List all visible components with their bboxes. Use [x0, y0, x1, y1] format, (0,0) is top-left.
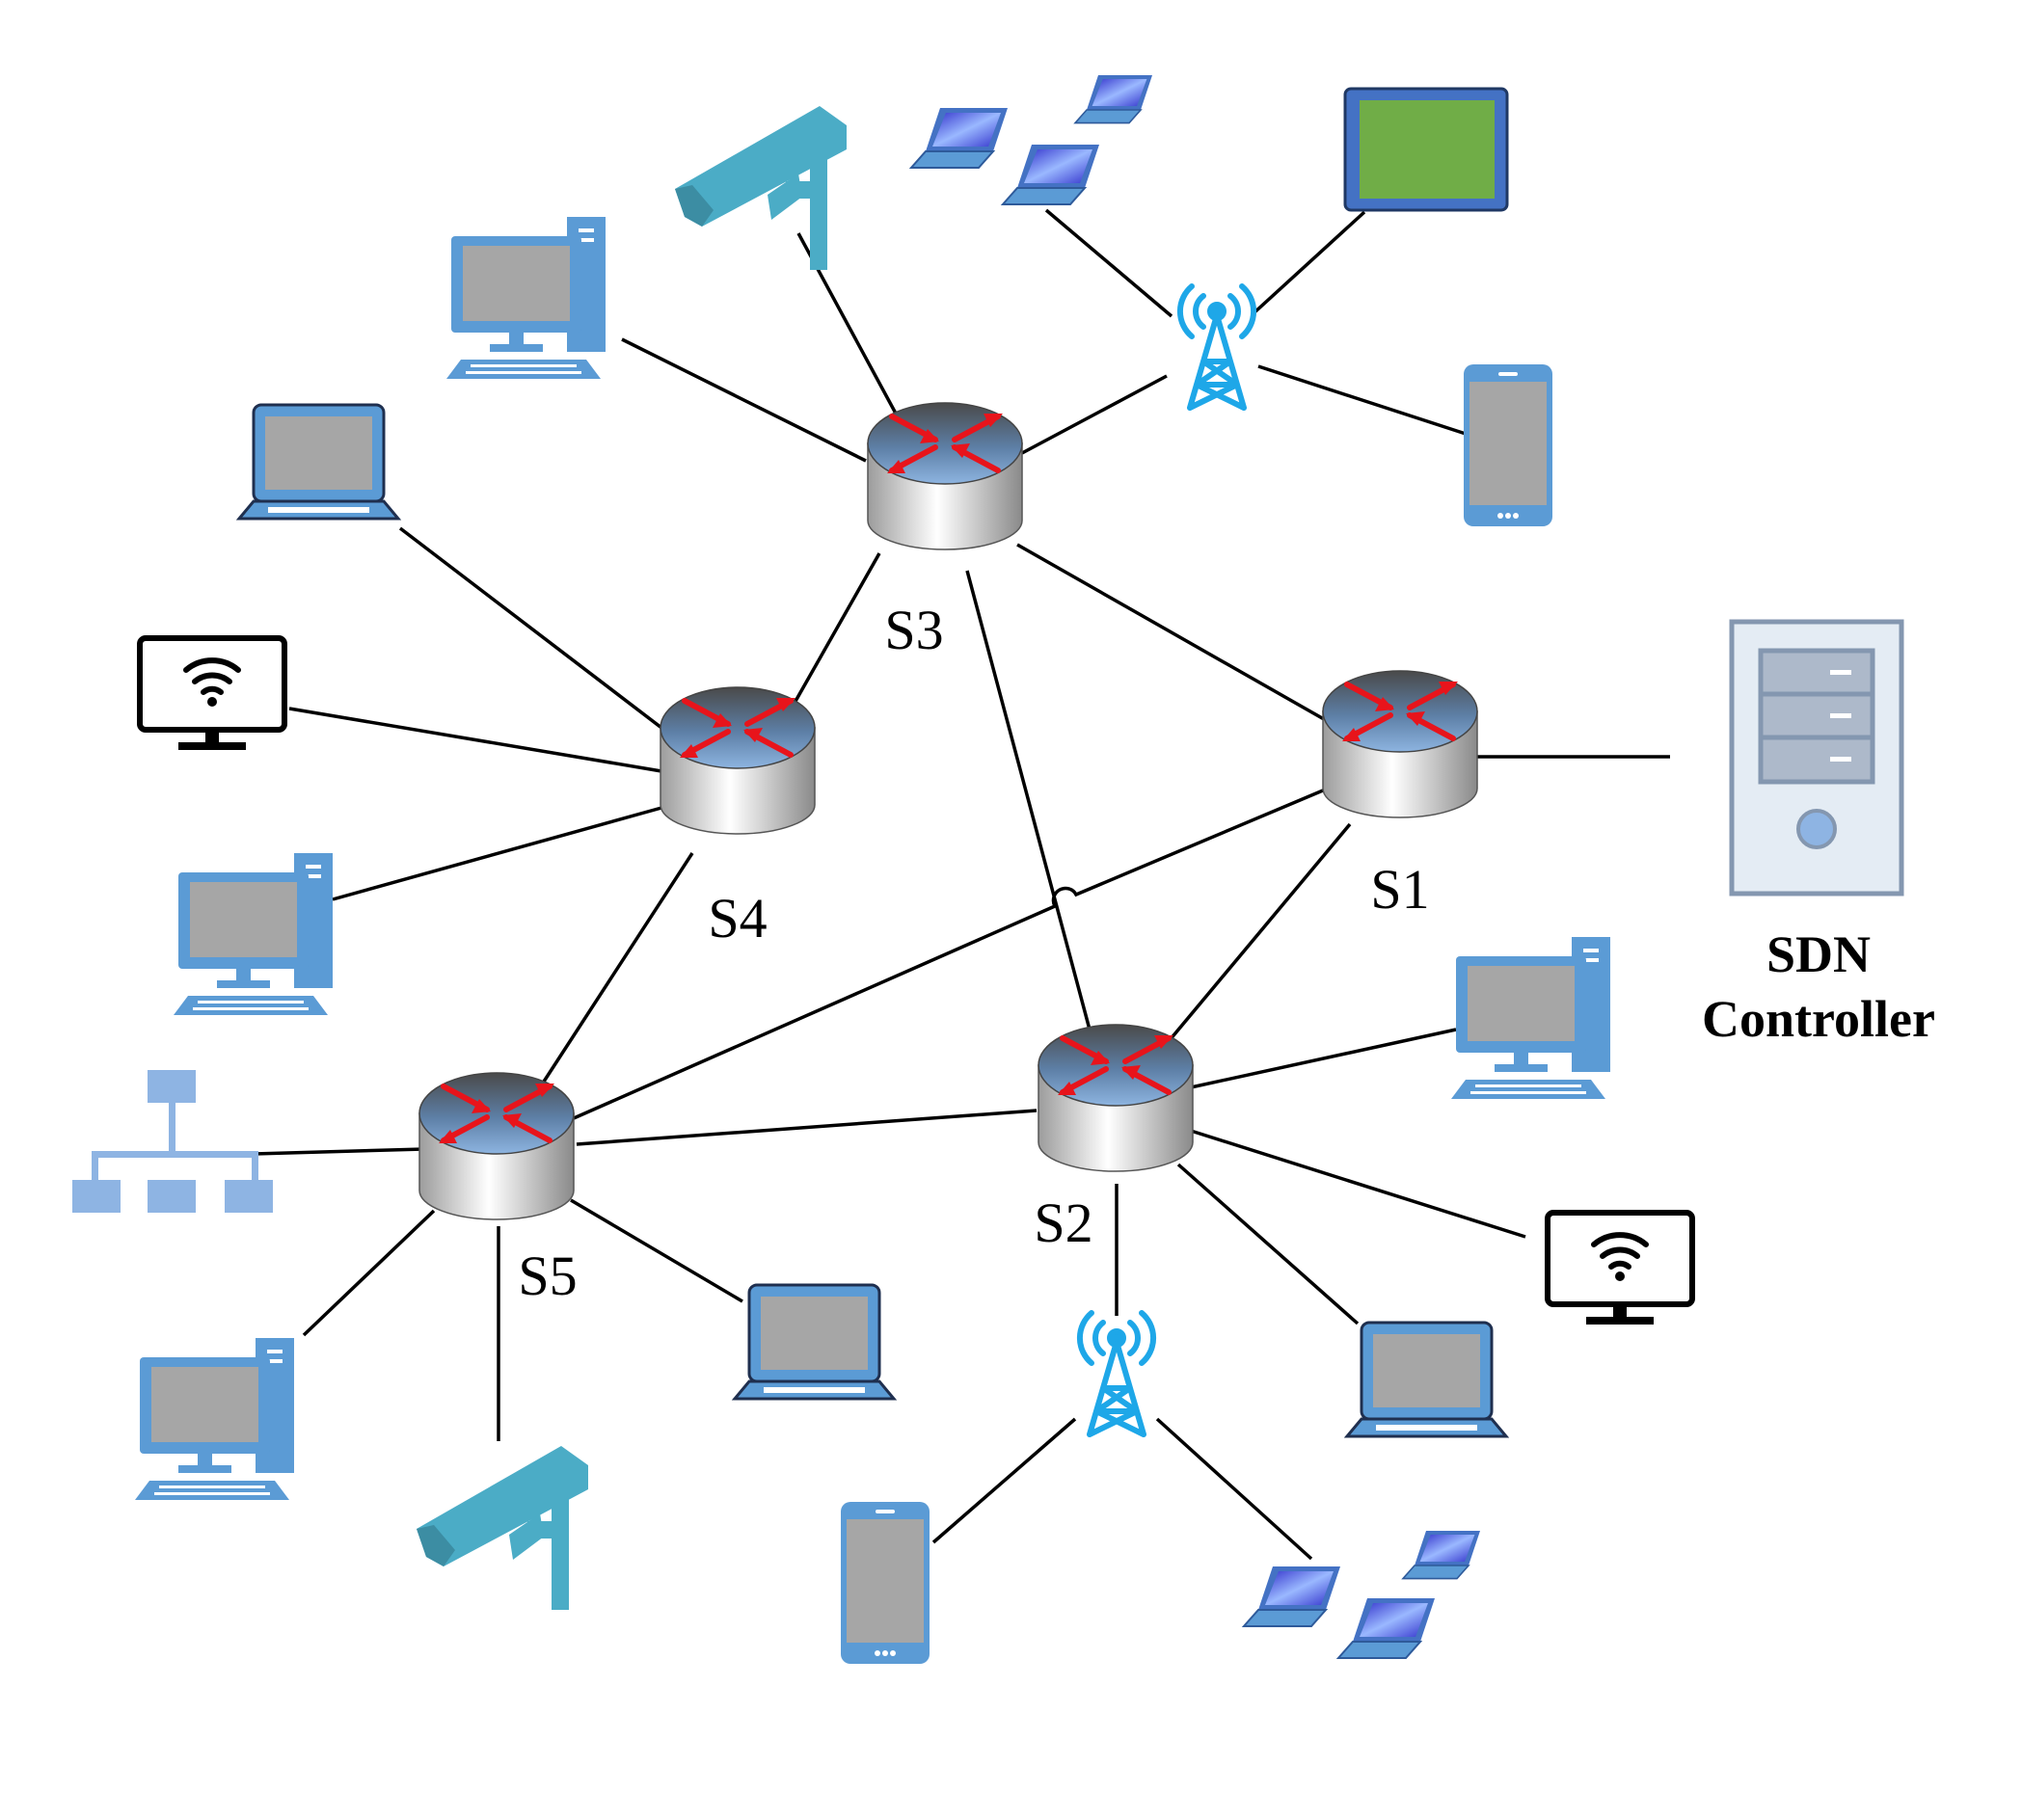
laptop-icon [733, 1283, 896, 1401]
controller-label-line2: Controller [1702, 990, 1935, 1048]
switch-label-s3: S3 [884, 599, 943, 661]
laptop-cluster-icon [1074, 74, 1153, 124]
laptop-cluster-icon [1402, 1530, 1481, 1580]
laptop-cluster-icon [1243, 1566, 1341, 1627]
smart-tv-wifi-icon [1548, 1213, 1692, 1325]
link-s3-s1 [1016, 543, 1332, 725]
wireless-tower-icon [1180, 286, 1254, 408]
device-links [253, 208, 1670, 1561]
smart-tv-wifi-icon [140, 638, 284, 750]
end-devices [72, 74, 1692, 1664]
security-camera-icon [417, 1446, 588, 1610]
link-s3-s4 [784, 552, 881, 719]
sdn-controller: SDN Controller [1702, 619, 1935, 1048]
tablet-icon [1343, 87, 1509, 212]
link-s5-s2 [576, 1109, 1038, 1146]
desktop-computer-icon [1451, 937, 1610, 1099]
network-hierarchy-icon [72, 1070, 273, 1213]
switch-label-s1: S1 [1370, 858, 1429, 921]
link-s3-s2 [965, 570, 1092, 1030]
desktop-computer-icon [174, 853, 333, 1015]
switch-label-s4: S4 [708, 887, 767, 950]
laptop-cluster-icon [910, 107, 1009, 169]
server-icon [1729, 619, 1904, 897]
security-camera-icon [675, 106, 847, 270]
controller-label-line1: SDN [1766, 925, 1871, 983]
switch-s4 [661, 687, 815, 834]
switch-s3 [868, 403, 1022, 549]
laptop-icon [1345, 1321, 1508, 1438]
router-icon [868, 403, 1022, 549]
smartphone-icon [841, 1502, 930, 1664]
link-s4-s5 [540, 852, 694, 1085]
desktop-computer-icon [135, 1338, 294, 1500]
wireless-tower-icon [1080, 1313, 1153, 1434]
laptop-icon [237, 403, 400, 521]
switch-links [540, 543, 1352, 1146]
switch-label-s5: S5 [518, 1245, 577, 1307]
smartphone-icon [1464, 364, 1552, 526]
link-s1-s2 [1168, 822, 1352, 1042]
switch-s1 [1323, 671, 1477, 817]
router-icon [419, 1073, 574, 1219]
router-icon [1323, 671, 1477, 817]
switch-label-s2: S2 [1034, 1191, 1092, 1254]
laptop-cluster-icon [1337, 1597, 1436, 1659]
router-icon [1038, 1025, 1193, 1171]
router-icon [661, 687, 815, 834]
switch-s2 [1038, 1025, 1193, 1171]
switch-s5 [419, 1073, 574, 1219]
link-s1-s5 [573, 789, 1324, 1120]
laptop-cluster-icon [1002, 144, 1100, 205]
desktop-computer-icon [446, 217, 606, 379]
